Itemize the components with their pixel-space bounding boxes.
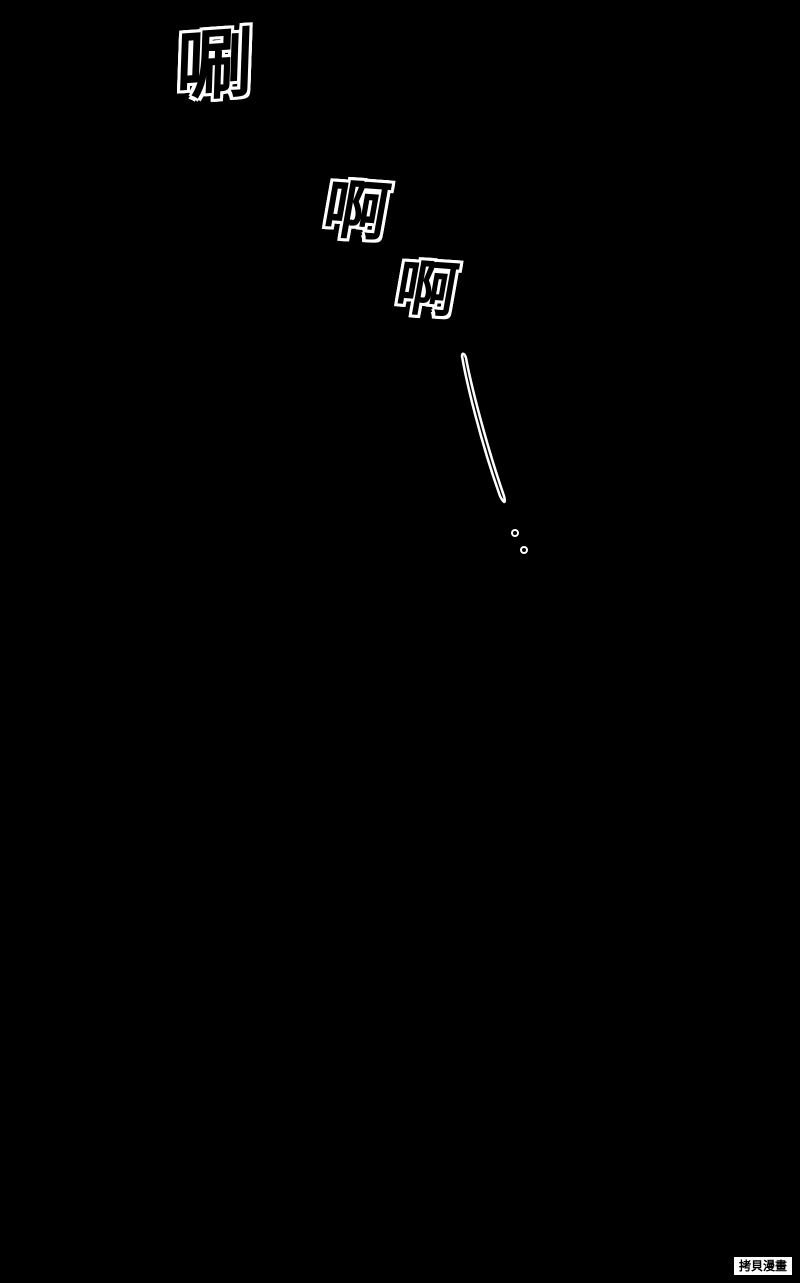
- sfx-swish-text: 唰: [175, 17, 255, 113]
- trailing-stroke: [460, 352, 507, 504]
- sfx-ah-text-2: 啊: [390, 253, 463, 327]
- trailing-stroke-and-dots: [460, 352, 528, 554]
- watermark-label: 拷貝漫畫: [733, 1257, 792, 1275]
- dot-1: [511, 529, 519, 537]
- dot-2: [520, 546, 528, 554]
- sfx-ah-text-1: 啊: [317, 173, 395, 251]
